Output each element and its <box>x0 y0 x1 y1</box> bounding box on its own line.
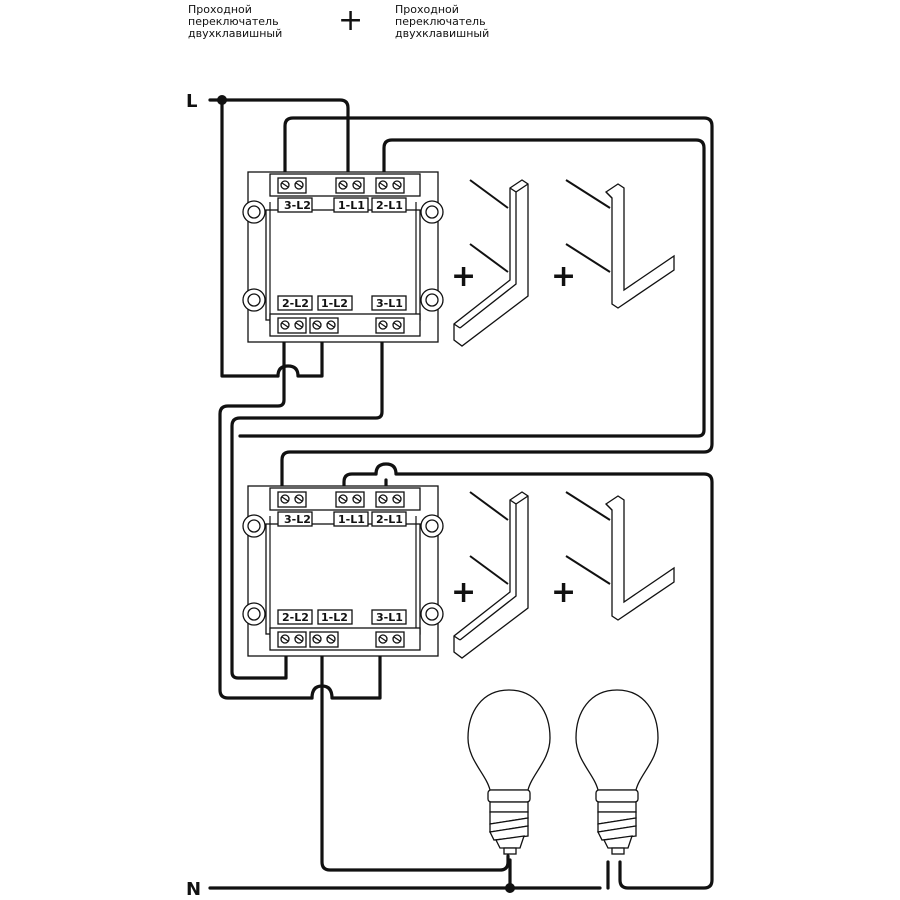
light-bulb-2 <box>575 689 659 855</box>
terminal-label-3-l1: 3-L1 <box>376 611 403 624</box>
left-switch-caption: Проходной переключатель двухклавишный <box>188 3 283 40</box>
terminal-label-2-l2: 2-L2 <box>282 611 309 624</box>
terminal-label-1-l2: 1-L2 <box>321 297 348 310</box>
wires <box>208 95 714 893</box>
terminal-label-1-l1: 1-L1 <box>338 199 365 212</box>
terminal-label-1-l2: 1-L2 <box>321 611 348 624</box>
terminal-label-2-l1: 2-L1 <box>376 199 403 212</box>
rocker-key-right-bottom <box>565 491 675 621</box>
line-label: L <box>186 91 197 112</box>
plus-sign-bottom-2: + <box>551 575 576 610</box>
terminal-label-3-l2: 3-L2 <box>284 513 311 526</box>
right-switch-caption: Проходной переключатель двухклавишный <box>395 3 490 40</box>
switch-bottom: 3-L2 1-L1 2-L1 2-L2 1-L2 3-L1 <box>242 485 444 657</box>
light-bulb-1 <box>467 689 551 855</box>
terminal-label-2-l2: 2-L2 <box>282 297 309 310</box>
rocker-key-right-top <box>565 179 675 309</box>
plus-sign-top-1: + <box>451 259 476 294</box>
terminal-label-1-l1: 1-L1 <box>338 513 365 526</box>
terminal-label-3-l2: 3-L2 <box>284 199 311 212</box>
plus-sign-top-2: + <box>551 259 576 294</box>
caption-plus-sign: + <box>338 3 364 38</box>
plus-sign-bottom-1: + <box>451 575 476 610</box>
terminal-label-3-l1: 3-L1 <box>376 297 403 310</box>
switch-top: 3-L2 1-L1 2-L1 2-L2 1-L2 3-L1 <box>242 171 444 343</box>
terminal-label-2-l1: 2-L1 <box>376 513 403 526</box>
neutral-label: N <box>186 879 201 900</box>
